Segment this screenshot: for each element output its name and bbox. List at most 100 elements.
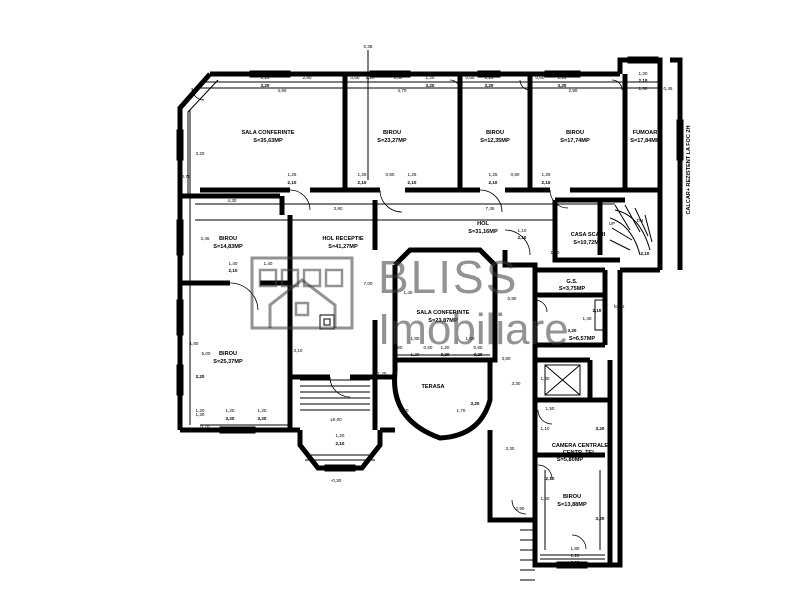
dimension: 1,20 xyxy=(226,408,235,413)
dimension: 0,80 xyxy=(386,172,395,177)
dimension: 0,75 xyxy=(182,174,191,179)
dimension: 1,25 xyxy=(542,172,551,177)
dimension-labels: 1,20 2,80 3,20 4,90 0,60 1,20 1,80 1,20 … xyxy=(182,44,673,565)
dimension: 1,20 xyxy=(426,75,435,80)
street-label: CALCAR+ REZISTENT LA FOC 2H xyxy=(686,126,692,215)
dimension: 2,90 xyxy=(516,506,525,511)
dimension: 4,30 xyxy=(228,198,237,203)
room-labels: SALA CONFERINTE S=35,63MP BIROU S=23,27M… xyxy=(213,130,660,508)
dimension: 5,00 xyxy=(202,351,211,356)
room-area: S=13,88MP xyxy=(557,502,587,508)
dimension: 0,60 xyxy=(351,75,360,80)
entrance-stairs xyxy=(300,379,375,461)
dimension: 2,80 xyxy=(303,75,312,80)
dimension: 0,70 xyxy=(201,424,210,429)
dimension: 1,60 xyxy=(639,86,648,91)
dimension: 0,38 xyxy=(364,44,373,49)
dimension: 1,40 xyxy=(264,261,273,266)
dimension: 1,80 xyxy=(190,341,199,346)
stair-label: DN xyxy=(637,218,644,223)
room-name: BIROU xyxy=(219,351,237,357)
dimension: 3,20 xyxy=(571,560,580,565)
dimension: 2,10 xyxy=(639,78,648,83)
dimension: 1,80 xyxy=(394,75,403,80)
room-name: SALA CONFERINTE xyxy=(417,310,470,316)
dimension: 1,20 xyxy=(411,352,420,357)
dimension: 3,30 xyxy=(512,381,521,386)
dimension: 2,60 xyxy=(400,408,409,413)
room-area: CENTR. TEL. xyxy=(563,450,598,456)
room-area: S=41,27MP xyxy=(328,244,358,250)
room-name: FUMOAR xyxy=(633,130,658,136)
dimension: 3,20 xyxy=(558,83,567,88)
dimension: 3,20 xyxy=(196,374,205,379)
dimension: 3,20 xyxy=(568,328,577,333)
dimension: 2,10 xyxy=(641,251,650,256)
dimension: 1,80 xyxy=(466,336,475,341)
room-area: S=12,35MP xyxy=(480,138,510,144)
room-name: BIROU xyxy=(486,130,504,136)
room-name: CAMERA CENTRALE xyxy=(552,443,609,449)
dimension: 2,10 xyxy=(336,441,345,446)
dimension: 3,80 xyxy=(334,206,343,211)
dimension: 1,10 xyxy=(518,228,527,233)
dimension: 1,30 xyxy=(639,71,648,76)
room-name: G.S. xyxy=(566,279,578,285)
dimension: 1,25 xyxy=(408,172,417,177)
dimension: 1,20 xyxy=(485,75,494,80)
elevator-shaft xyxy=(544,299,606,396)
dimension: 1,30 xyxy=(551,250,560,255)
room-area: S=10,72MP xyxy=(573,240,603,246)
dimension: 2,10 xyxy=(542,180,551,185)
dimension: 1,20 xyxy=(336,433,345,438)
room-name: HOL RECEPTIE xyxy=(322,236,364,242)
dimension: 0,60 xyxy=(394,345,403,350)
dimension: 4,70 xyxy=(398,88,407,93)
room-name: SALA CONFERINTE xyxy=(242,130,295,136)
level-mark: ±0,00 xyxy=(330,417,342,422)
rear-stairs xyxy=(520,529,535,581)
room-area: S=5,80MP xyxy=(557,457,584,463)
dimension: 3,20 xyxy=(596,516,605,521)
dimension: 1,25 xyxy=(489,172,498,177)
room-name: CASA SCARI xyxy=(571,232,606,238)
dimension: 0,80 xyxy=(474,345,483,350)
dimension: 0,45 xyxy=(664,86,673,91)
dimension: 3,20 xyxy=(471,401,480,406)
windows xyxy=(176,56,684,569)
room-name: BIROU xyxy=(563,494,581,500)
dimension: 2,10 xyxy=(288,180,297,185)
dimension: 1,25 xyxy=(378,371,387,376)
dimension: 1,40 xyxy=(541,376,550,381)
dimension: 1,20 xyxy=(261,75,270,80)
dimension: 0,80 xyxy=(508,296,517,301)
dimension: 3,10 xyxy=(294,348,303,353)
watermark-logo: BLISS Imobiliare xyxy=(250,251,569,354)
room-area: S=6,57MP xyxy=(569,336,596,342)
room-area: S=23,27MP xyxy=(377,138,407,144)
exterior-walls xyxy=(177,57,683,568)
dimension: 1,50 xyxy=(546,406,555,411)
room-area: S=23,87MP xyxy=(428,318,458,324)
dimension: 1,20 xyxy=(441,345,450,350)
interior-walls xyxy=(180,74,660,565)
dimension: 4,90 xyxy=(278,88,287,93)
dimension: 1,20 xyxy=(571,553,580,558)
dimension: 3,20 xyxy=(258,416,267,421)
dimension: 3,20 xyxy=(474,352,483,357)
dimension: 1,40 xyxy=(229,261,238,266)
dimension: 3,45 xyxy=(201,236,210,241)
level-mark: -0,30 xyxy=(331,478,342,483)
dimension: 3,20 xyxy=(426,83,435,88)
room-name: BIROU xyxy=(383,130,401,136)
dimension: 1,40 xyxy=(583,316,592,321)
dimension: 1,80 xyxy=(411,336,420,341)
dimension: 3,30 xyxy=(506,446,515,451)
room-area: S=25,37MP xyxy=(213,359,243,365)
dimension: 2,10 xyxy=(593,308,602,313)
watermark-subtitle: Imobiliare xyxy=(378,305,569,354)
room-area: S=35,63MP xyxy=(253,138,283,144)
dimension: 3,20 xyxy=(226,416,235,421)
room-area: S=31,16MP xyxy=(468,229,498,235)
dimension: 3,20 xyxy=(196,151,205,156)
